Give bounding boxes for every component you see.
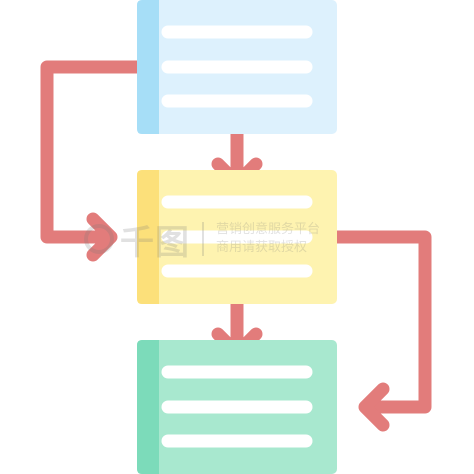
arrow-loop-right-shaft <box>327 230 432 414</box>
box-top <box>137 0 337 134</box>
boxes-layer <box>137 0 337 474</box>
box-bottom-stripe <box>137 340 159 474</box>
box-middle-stripe <box>137 170 159 304</box>
box-middle <box>137 170 337 304</box>
arrow-loop-left-head <box>86 212 118 262</box>
arrow-loop-right-head <box>358 382 390 432</box>
arrow-loop-left-shaft <box>40 60 147 244</box>
box-top-stripe <box>137 0 159 134</box>
box-bottom <box>137 340 337 474</box>
arrow-loop-right <box>327 230 432 432</box>
arrow-loop-left <box>40 60 147 262</box>
